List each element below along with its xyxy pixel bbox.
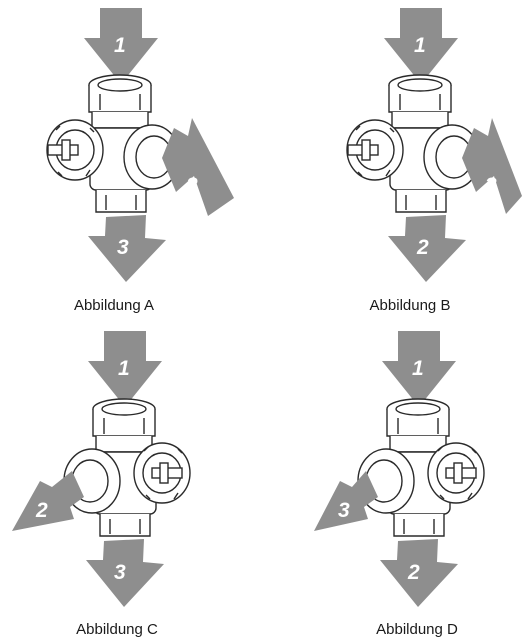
inlet-arrow — [88, 331, 162, 407]
outlet-arrow-side — [314, 471, 378, 531]
figure-b: 1 3 2 Abbildung B — [262, 0, 523, 321]
side-outlet-number: 2 — [35, 499, 48, 522]
valve-diagram-c: 1 2 3 — [12, 331, 191, 607]
bottom-outlet-number: 3 — [114, 561, 126, 584]
inlet-arrow — [84, 8, 158, 84]
inlet-number: 1 — [412, 357, 424, 380]
outlet-arrow-side — [162, 118, 234, 216]
caption-d: Abbildung D — [376, 621, 458, 638]
figure-d: 1 3 2 Abbildung D — [262, 321, 523, 642]
valve-diagram-b: 1 3 2 — [346, 8, 522, 282]
caption-c: Abbildung C — [76, 621, 158, 638]
inlet-number: 1 — [414, 34, 426, 57]
valve-diagram-a: 1 2 3 — [46, 8, 234, 282]
outlet-arrow-bottom — [380, 539, 458, 607]
figure-a: 1 2 3 Abbildung A — [0, 0, 261, 321]
caption-a: Abbildung A — [73, 297, 155, 314]
caption-b: Abbildung B — [369, 297, 451, 314]
side-outlet-number: 3 — [485, 174, 497, 197]
valve-body — [63, 398, 191, 537]
bottom-outlet-number: 2 — [416, 236, 429, 259]
bottom-outlet-number: 2 — [407, 561, 420, 584]
valve-diagram-d: 1 3 2 — [314, 331, 485, 607]
figure-c: 1 2 3 Abbildung C — [0, 321, 261, 642]
valve-body — [46, 74, 181, 213]
inlet-arrow — [382, 331, 456, 407]
inlet-number: 1 — [118, 357, 130, 380]
outlet-arrow-bottom — [388, 215, 466, 282]
outlet-arrow-side — [462, 118, 522, 214]
side-outlet-number: 2 — [185, 174, 198, 197]
outlet-arrow-side — [12, 471, 84, 531]
valve-body — [346, 74, 481, 213]
bottom-outlet-number: 3 — [117, 236, 129, 259]
inlet-number: 1 — [114, 34, 126, 57]
outlet-arrow-bottom — [88, 215, 166, 282]
side-outlet-number: 3 — [338, 499, 350, 522]
valve-body — [357, 398, 485, 537]
inlet-arrow — [384, 8, 458, 84]
outlet-arrow-bottom — [86, 539, 164, 607]
